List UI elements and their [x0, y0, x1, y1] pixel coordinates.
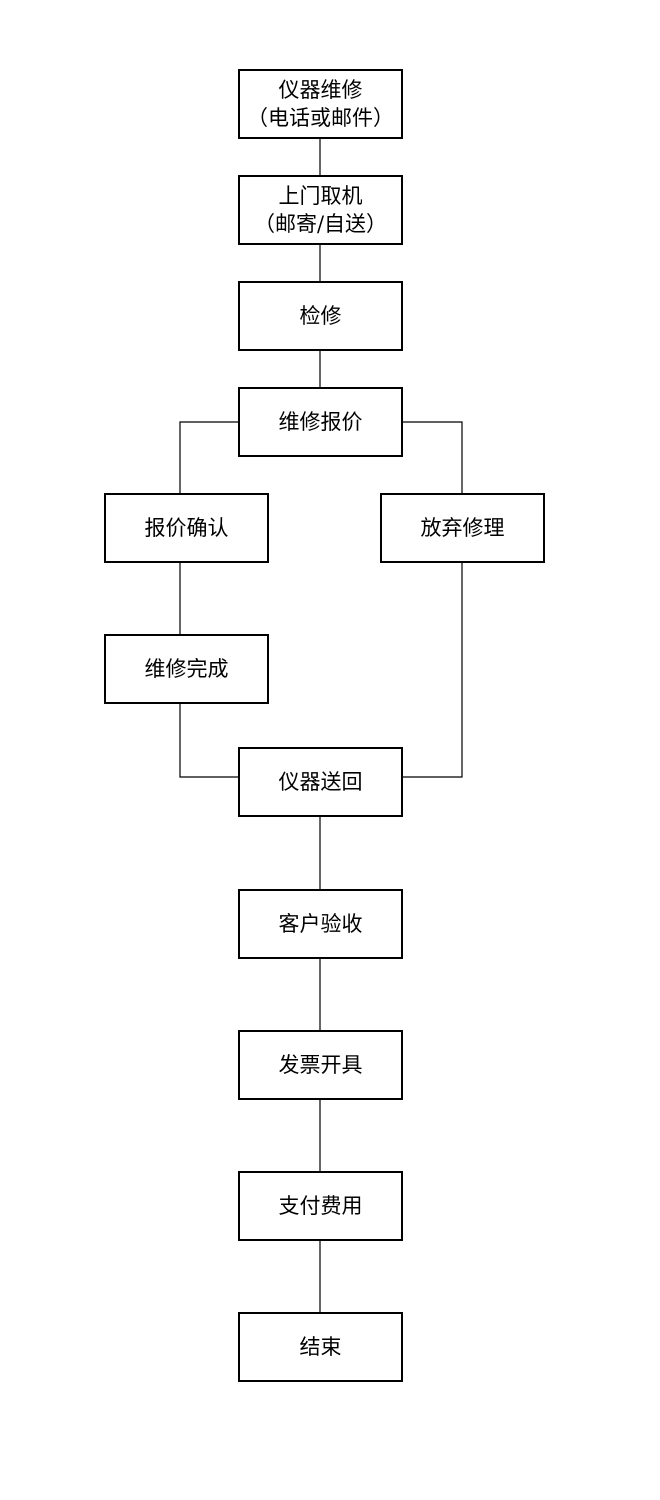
step-invoice: 发票开具: [238, 1030, 403, 1100]
step-inspect-label: 检修: [299, 304, 342, 328]
connector-abandon-return: [403, 563, 463, 778]
step-repair-done: 维修完成: [104, 634, 269, 704]
step-customer-acceptance: 客户验收: [238, 889, 403, 959]
connector-done-return: [179, 704, 238, 778]
step-inspect: 检修: [238, 281, 403, 351]
step-quote-confirm-label: 报价确认: [144, 516, 229, 540]
step-pickup-subtitle: （邮寄/自送）: [253, 212, 388, 236]
step-instrument-repair-subtitle: （电话或邮件）: [247, 106, 394, 130]
step-end: 结束: [238, 1312, 403, 1382]
step-instrument-repair-title: 仪器维修: [278, 78, 363, 102]
step-payment-label: 支付费用: [278, 1194, 363, 1218]
step-instrument-return-label: 仪器送回: [278, 770, 363, 794]
step-pickup-title: 上门取机: [278, 184, 363, 208]
step-customer-acceptance-label: 客户验收: [278, 912, 363, 936]
step-instrument-return: 仪器送回: [238, 747, 403, 817]
step-repair-quote: 维修报价: [238, 387, 403, 457]
connector-quote-abandon: [403, 421, 463, 493]
step-abandon-repair-label: 放弃修理: [420, 516, 505, 540]
step-abandon-repair: 放弃修理: [380, 493, 545, 563]
step-instrument-repair: 仪器维修 （电话或邮件）: [238, 69, 403, 139]
step-quote-confirm: 报价确认: [104, 493, 269, 563]
step-invoice-label: 发票开具: [278, 1053, 363, 1077]
step-end-label: 结束: [299, 1335, 342, 1359]
connector-quote-confirm: [179, 421, 238, 493]
step-repair-quote-label: 维修报价: [278, 410, 363, 434]
step-pickup: 上门取机 （邮寄/自送）: [238, 175, 403, 245]
step-repair-done-label: 维修完成: [144, 657, 229, 681]
step-payment: 支付费用: [238, 1171, 403, 1241]
